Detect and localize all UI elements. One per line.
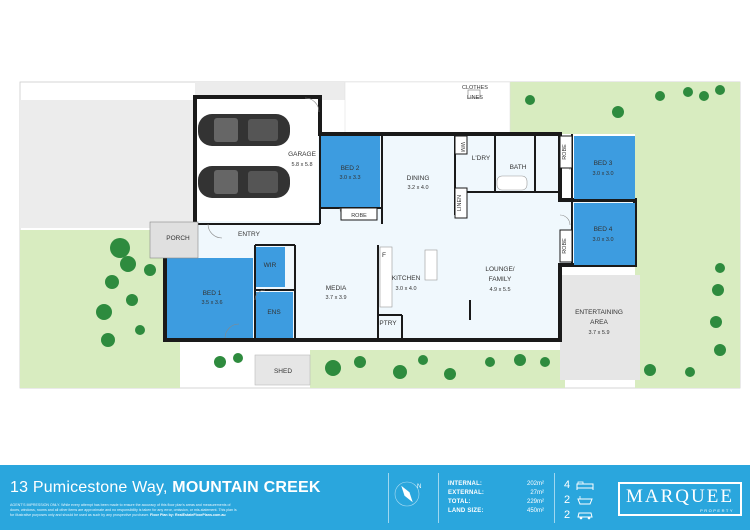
entry-label: ENTRY: [238, 231, 261, 238]
divider: [438, 473, 439, 523]
garage-size: 5.8 x 5.8: [291, 162, 312, 168]
bed2-label: BED 2: [341, 165, 360, 172]
property-address: 13 Pumicestone Way, MOUNTAIN CREEK: [10, 479, 321, 497]
pantry-label: PTRY: [379, 320, 397, 327]
compass-n-label: N: [417, 484, 421, 490]
robe-bed4-box: [559, 229, 573, 263]
entertaining-label-1: ENTERTAINING: [575, 309, 623, 316]
floor-plan: GARAGE 5.8 x 5.8 BED 2 3.0 x 3.3 ROBE DI…: [19, 81, 741, 389]
laundry-label: L'DRY: [472, 155, 491, 162]
brand-logo: MARQUEE PROPERTY: [618, 482, 742, 516]
brand-name: MARQUEE: [626, 486, 734, 507]
kitchen-size: 3.0 x 4.0: [395, 286, 416, 292]
clothes-area: [344, 81, 511, 135]
doors: [207, 97, 571, 339]
address-suburb: MOUNTAIN CREEK: [172, 479, 321, 496]
bed4-size: 3.0 x 3.0: [592, 237, 613, 243]
area-row-external: EXTERNAL:27m²: [448, 490, 544, 496]
shed-slab: [254, 354, 311, 386]
ens-room: [255, 292, 293, 338]
area-row-land: LAND SIZE:450m²: [448, 508, 544, 514]
robe-bed3-box: [559, 135, 573, 169]
lawn-right: [635, 82, 740, 388]
bed3-size: 3.0 x 3.0: [592, 171, 613, 177]
car-count: 2: [564, 507, 604, 522]
disclaimer-credit: RealEstateFloorPlans.com.au: [175, 513, 226, 517]
linen-box: [454, 187, 468, 219]
bath-label: BATH: [510, 164, 527, 171]
area-summary: INTERNAL:202m² EXTERNAL:27m² TOTAL:229m²…: [448, 480, 544, 516]
dining-label: DINING: [407, 175, 430, 182]
porch-area: [149, 221, 199, 259]
tree-icon: [96, 85, 726, 380]
wir-room: [255, 247, 285, 287]
bed3-room: [574, 136, 635, 199]
clothes-lines-label-1: CLOTHES: [462, 85, 488, 91]
bed-icon: [576, 481, 594, 490]
divider: [388, 473, 389, 523]
media-size: 3.7 x 3.9: [325, 295, 346, 301]
robe-bed2-box: [340, 207, 378, 221]
lounge-size: 4.9 x 5.5: [489, 287, 510, 293]
bath-tub: [496, 175, 528, 191]
shed-label: SHED: [274, 368, 292, 375]
driveway: [20, 100, 195, 228]
bed1-size: 3.5 x 3.6: [201, 300, 222, 306]
dining-size: 3.2 x 4.0: [407, 185, 428, 191]
linen-label: LINEN: [457, 195, 463, 211]
ens-label: ENS: [267, 309, 281, 316]
garage-label: GARAGE: [288, 151, 316, 158]
media-label: MEDIA: [326, 285, 347, 292]
robe-bed2-label: ROBE: [351, 213, 367, 219]
car-icon: [198, 166, 290, 198]
divider: [554, 473, 555, 523]
clothes-line-frame: [467, 89, 481, 99]
wm-label: WM: [459, 142, 465, 152]
wir-label: WIR: [264, 262, 277, 269]
wm-box: [454, 135, 468, 155]
bed1-room: [167, 258, 253, 338]
clothes-lines-label-2: LINES: [467, 95, 483, 101]
kitchen-label: KITCHEN: [392, 275, 421, 282]
brand-tagline: PROPERTY: [700, 508, 734, 513]
kitchen-bench: [379, 246, 393, 308]
feature-counts: 4 2 2: [564, 477, 604, 522]
disclaimer: AGENT'S IMPRESSION ONLY. While every att…: [10, 503, 240, 518]
internal-walls: [195, 97, 635, 340]
porch-label: PORCH: [166, 235, 190, 242]
compass-icon: N: [392, 479, 422, 509]
car-icon: [198, 114, 290, 146]
bed4-label: BED 4: [594, 226, 613, 233]
fridge-label: F: [382, 252, 386, 259]
lawn-bottom: [310, 350, 565, 388]
disclaimer-text: AGENT'S IMPRESSION ONLY. While every att…: [10, 503, 237, 517]
kitchen-island: [424, 249, 438, 281]
footer-bar: 13 Pumicestone Way, MOUNTAIN CREEK AGENT…: [0, 465, 750, 530]
bed2-room: [320, 136, 380, 208]
lounge-label-1: LOUNGE/: [485, 266, 514, 273]
lounge-label-2: FAMILY: [489, 276, 512, 283]
disclaimer-credit-label: Floor Plan by:: [150, 513, 175, 517]
entertaining-slab: [560, 275, 640, 380]
robe-bed3-label: ROBE: [562, 144, 568, 160]
bed1-label: BED 1: [203, 290, 222, 297]
address-street: 13 Pumicestone Way,: [10, 479, 173, 496]
car-icon: [577, 512, 593, 519]
area-row-internal: INTERNAL:202m²: [448, 481, 544, 487]
entertaining-size: 3.7 x 5.9: [588, 330, 609, 336]
bed3-label: BED 3: [594, 160, 613, 167]
entertaining-label-2: AREA: [590, 319, 608, 326]
bathroom-count: 2: [564, 492, 604, 507]
bed2-size: 3.0 x 3.3: [339, 175, 360, 181]
bed4-room: [574, 203, 635, 265]
bath-icon: [577, 495, 593, 504]
area-row-total: TOTAL:229m²: [448, 499, 544, 505]
robe-bed4-label: ROBE: [562, 238, 568, 254]
bedroom-count: 4: [564, 477, 604, 492]
